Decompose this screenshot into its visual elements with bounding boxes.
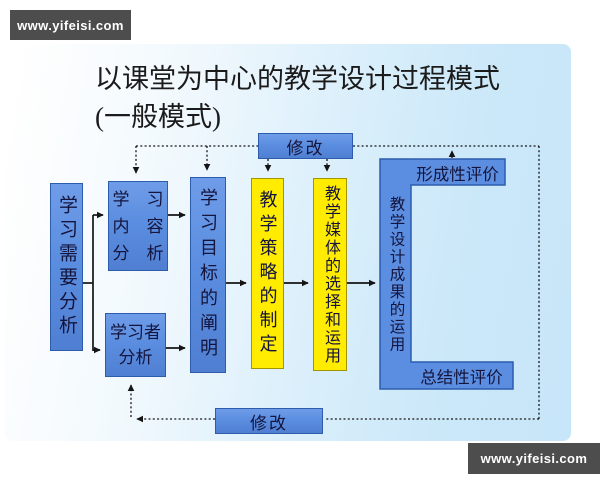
slide-title: 以课堂为中心的教学设计过程模式 (一般模式) <box>95 60 535 136</box>
watermark-top: www.yifeisi.com <box>10 10 131 40</box>
node-learning-objectives-statement: 学习目标的阐明 <box>190 177 226 373</box>
node-learning-content-analysis: 学 习 内 容 分 析 <box>108 181 168 271</box>
node-revise-top: 修改 <box>258 133 353 159</box>
label-formative-evaluation: 形成性评价 <box>416 164 499 184</box>
node-teaching-strategy-design: 教学策略的制定 <box>251 178 284 369</box>
title-line-1: 以课堂为中心的教学设计过程模式 <box>95 64 500 94</box>
node-learner-analysis: 学习者 分析 <box>105 313 166 377</box>
node-learning-needs-analysis: 学习需要分析 <box>50 183 83 351</box>
node-revise-bottom: 修改 <box>215 408 323 434</box>
label-design-outcome-application: 教学设计成果的运用 <box>387 196 405 354</box>
node-teaching-media-selection: 教学媒体的选择和运用 <box>313 178 347 371</box>
label-summative-evaluation: 总结性评价 <box>420 367 503 387</box>
watermark-bottom: www.yifeisi.com <box>468 443 600 474</box>
title-line-2: (一般模式) <box>95 102 221 132</box>
